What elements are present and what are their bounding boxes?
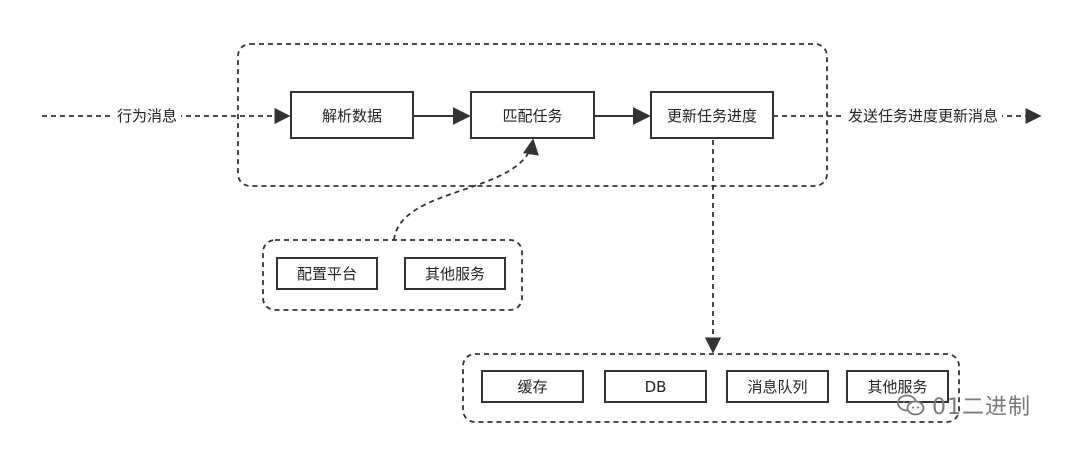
config-platform-node: 配置平台 [276,257,378,290]
other-service-top-node: 其他服务 [404,257,506,290]
message-queue-node: 消息队列 [726,370,829,403]
storage-group [462,353,960,423]
output-edge-label: 发送任务进度更新消息 [844,107,1003,125]
source-group [262,239,523,311]
input-edge-label: 行为消息 [113,107,182,125]
update-progress-node: 更新任务进度 [650,91,774,139]
other-service-bottom-node: 其他服务 [846,370,949,403]
cache-node: 缓存 [481,370,584,403]
wechat-icon [897,394,925,416]
watermark: 01二进制 [896,389,1031,421]
parse-data-node: 解析数据 [290,91,414,139]
match-task-node: 匹配任务 [470,91,595,139]
db-node: DB [604,370,707,403]
config-to-match-edge [393,138,539,241]
watermark-text: 01二进制 [932,395,1031,420]
processing-group [237,43,828,187]
